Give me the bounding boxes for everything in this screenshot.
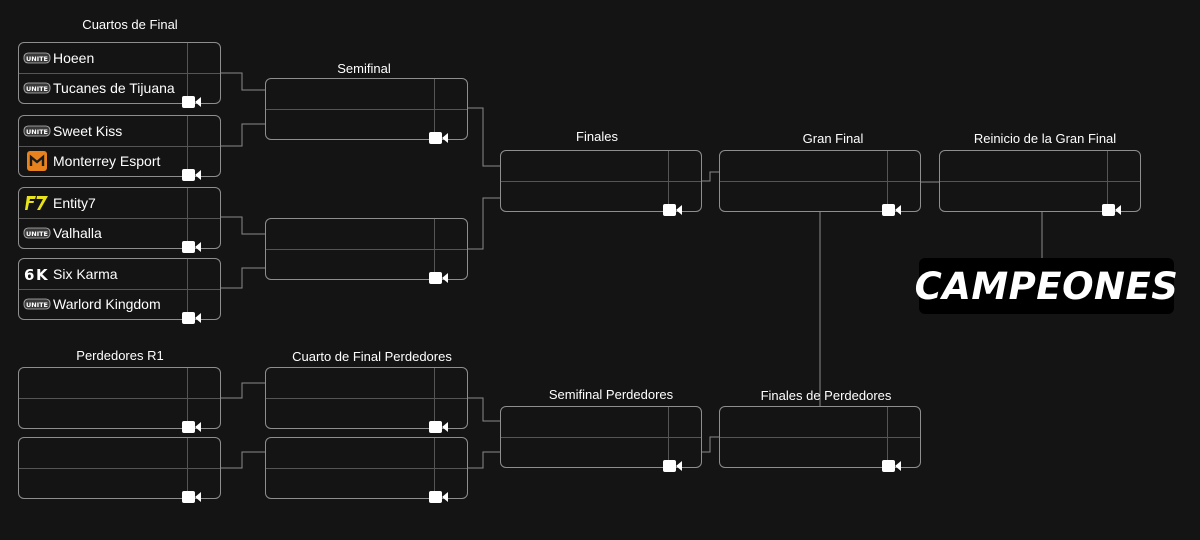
svg-text:UNITE: UNITE (26, 85, 48, 93)
match-quarterfinal-2[interactable]: UNITE Sweet Kiss Monterrey Esport (18, 115, 221, 181)
champion-label: CAMPEONES (914, 264, 1179, 308)
round-title-finals: Finales (576, 129, 618, 144)
match-slot-top[interactable]: UNITE Sweet Kiss (19, 116, 186, 146)
team-name: Tucanes de Tijuana (53, 80, 175, 96)
svg-text:K: K (36, 266, 49, 283)
match-losers-qf-2[interactable] (265, 437, 468, 503)
video-camera-icon[interactable] (429, 272, 448, 284)
video-camera-icon[interactable] (429, 132, 448, 144)
pokemon-unite-logo-icon: UNITE (23, 79, 51, 97)
svg-text:UNITE: UNITE (26, 128, 48, 136)
match-slot-bottom[interactable]: UNITE Valhalla (19, 218, 186, 248)
entity7-logo-icon (23, 194, 51, 212)
match-slot-top[interactable]: Entity7 (19, 188, 186, 218)
match-quarterfinal-3[interactable]: Entity7 UNITE Valhalla (18, 187, 221, 253)
monterrey-esport-logo-icon (23, 151, 51, 171)
round-title-losers-r1: Perdedores R1 (76, 348, 164, 363)
match-losers-r1-2[interactable] (18, 437, 221, 503)
match-semifinal-1[interactable] (265, 78, 468, 144)
video-camera-icon[interactable] (182, 312, 201, 324)
match-grand-final-reset[interactable] (939, 150, 1141, 216)
team-name: Sweet Kiss (53, 123, 123, 139)
video-camera-icon[interactable] (882, 204, 901, 216)
round-title-losers-sf: Semifinal Perdedores (548, 387, 674, 402)
svg-text:6: 6 (24, 266, 34, 283)
svg-text:UNITE: UNITE (26, 301, 48, 309)
match-losers-r1-1[interactable] (18, 367, 221, 433)
video-camera-icon[interactable] (182, 169, 201, 181)
video-camera-icon[interactable] (663, 204, 682, 216)
video-camera-icon[interactable] (429, 421, 448, 433)
match-grand-final[interactable] (719, 150, 921, 216)
pokemon-unite-logo-icon: UNITE (23, 122, 51, 140)
team-name: Monterrey Esport (53, 153, 161, 169)
team-name: Valhalla (53, 225, 102, 241)
round-title-quarterfinals: Cuartos de Final (82, 17, 178, 32)
video-camera-icon[interactable] (429, 491, 448, 503)
video-camera-icon[interactable] (182, 491, 201, 503)
svg-text:UNITE: UNITE (26, 55, 48, 63)
team-name: Hoeen (53, 50, 95, 66)
video-camera-icon[interactable] (182, 241, 201, 253)
team-name: Entity7 (53, 195, 96, 211)
match-losers-finals[interactable] (719, 406, 921, 472)
match-losers-qf-1[interactable] (265, 367, 468, 433)
pokemon-unite-logo-icon: UNITE (23, 295, 51, 313)
round-title-grand-final-reset: Reinicio de la Gran Final (973, 131, 1117, 146)
video-camera-icon[interactable] (182, 421, 201, 433)
pokemon-unite-logo-icon: UNITE (23, 224, 51, 242)
champion-banner: CAMPEONES (915, 258, 1178, 314)
match-semifinal-2[interactable] (265, 218, 468, 284)
round-title-semifinal: Semifinal (337, 61, 391, 76)
match-slot-bottom[interactable]: UNITE Warlord Kingdom (19, 289, 186, 319)
round-title-losers-qf: Cuarto de Final Perdedores (292, 349, 452, 364)
match-quarterfinal-1[interactable]: UNITE Hoeen UNITE Tucanes de Tijuana (18, 42, 221, 108)
round-title-grand-final: Gran Final (802, 131, 864, 146)
video-camera-icon[interactable] (882, 460, 901, 472)
match-slot-bottom[interactable]: Monterrey Esport (19, 146, 186, 176)
team-name: Warlord Kingdom (53, 296, 161, 312)
video-camera-icon[interactable] (663, 460, 682, 472)
svg-text:UNITE: UNITE (26, 230, 48, 238)
match-finals[interactable] (500, 150, 702, 216)
match-losers-sf[interactable] (500, 406, 702, 472)
video-camera-icon[interactable] (182, 96, 201, 108)
pokemon-unite-logo-icon: UNITE (23, 49, 51, 67)
match-slot-bottom[interactable]: UNITE Tucanes de Tijuana (19, 73, 186, 103)
video-camera-icon[interactable] (1102, 204, 1121, 216)
match-slot-top[interactable]: UNITE Hoeen (19, 43, 186, 73)
round-title-losers-finals: Finales de Perdedores (760, 388, 892, 403)
team-name: Six Karma (53, 266, 118, 282)
